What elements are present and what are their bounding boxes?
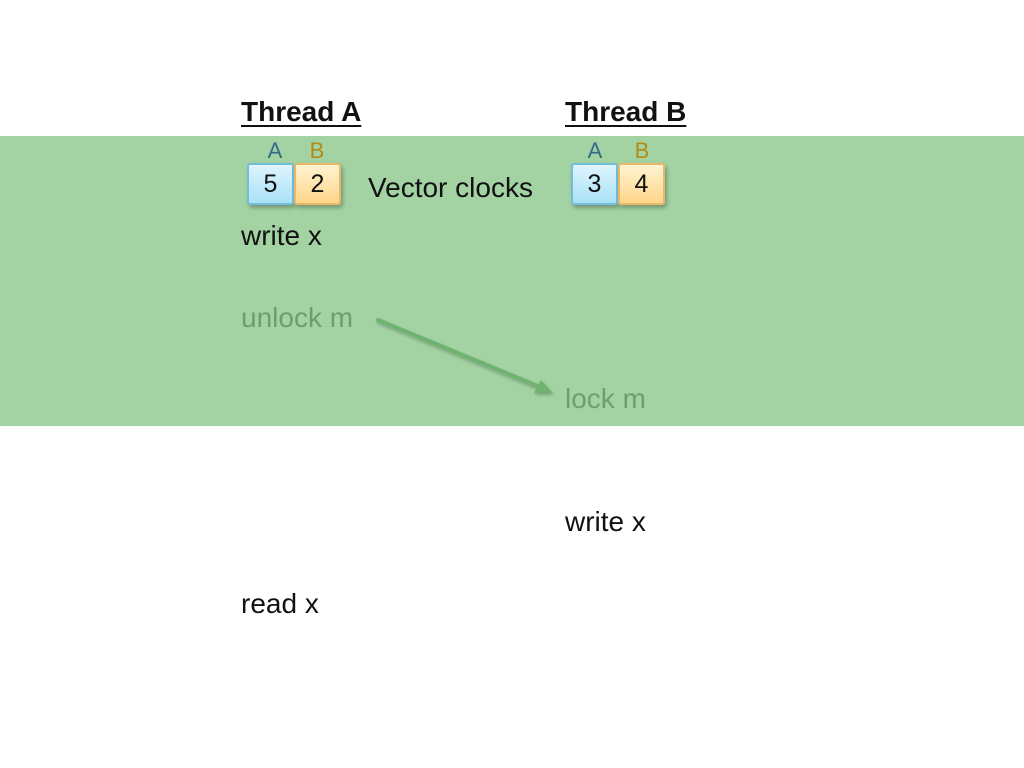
thread-b-title: Thread B [565,96,687,127]
thread-a-clock-label-b: B [309,138,325,163]
thread-b-write-event: write x [565,506,646,537]
thread-b-lock-event: lock m [565,383,646,414]
thread-a-read-event: read x [241,588,319,619]
thread-b-clock-value-b: 4 [618,163,665,205]
thread-b-clock-label-a: A [587,138,603,163]
thread-a-clock-value-b: 2 [294,163,341,205]
thread-a-title: Thread A [241,96,362,127]
thread-a-clock-value-a: 5 [247,163,294,205]
thread-a-clock-label-a: A [267,138,283,163]
thread-b-clock-label-b: B [634,138,650,163]
thread-b-clock-value-a: 3 [571,163,618,205]
thread-a-unlock-event: unlock m [241,302,354,333]
vector-clocks-annotation: Vector clocks [368,172,533,203]
thread-a-write-event: write x [241,220,322,251]
